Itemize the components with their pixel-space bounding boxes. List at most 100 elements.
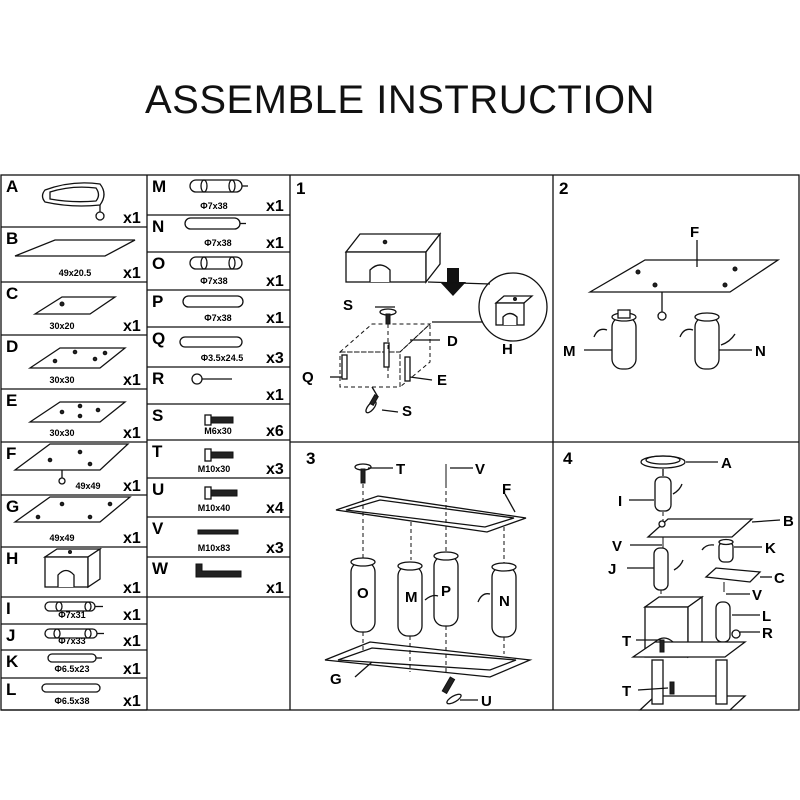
step-1-panel: 1 S D H	[296, 179, 548, 420]
page-title: ASSEMBLE INSTRUCTION	[144, 78, 656, 122]
part-4-quantity: x1	[123, 425, 141, 442]
part-11-letter: L	[6, 680, 16, 699]
part-9-letter: V	[152, 519, 164, 538]
step-2-label-M: M	[563, 343, 576, 360]
col2-separators	[147, 214, 290, 598]
part-O-drawing	[189, 256, 243, 270]
step-3-number: 3	[306, 449, 315, 468]
part-10-dimension: Φ6.5x23	[55, 664, 90, 674]
part-6-dimension: M6x30	[204, 426, 232, 436]
part-A-drawing	[41, 182, 105, 221]
part-1-dimension: 49x20.5	[59, 268, 92, 278]
part-3-dimension: Φ7x38	[204, 313, 231, 323]
step-3-label-M: M	[405, 589, 418, 606]
part-4-letter: E	[6, 391, 17, 410]
part-10-letter: W	[152, 559, 169, 578]
part-8-quantity: x1	[123, 607, 141, 624]
part-J-drawing	[44, 628, 104, 639]
part-8-dimension: Φ7x31	[58, 610, 85, 620]
part-0-quantity: x1	[123, 210, 141, 227]
part-8-letter: U	[152, 480, 164, 499]
step-4-number: 4	[563, 449, 573, 468]
part-6-quantity: x1	[123, 530, 141, 547]
parts-column-left: Ax1Bx149x20.5Cx130x20Dx130x30Ex130x30Fx1…	[6, 177, 141, 710]
part-C-drawing	[32, 296, 118, 315]
step-2-panel: 2 F M N	[559, 179, 781, 370]
step-4-label-V-top: V	[612, 538, 622, 555]
part-1-quantity: x1	[123, 265, 141, 282]
part-B-drawing	[14, 239, 136, 257]
step-4-label-A: A	[721, 455, 732, 472]
part-7-dimension: M10x30	[198, 464, 231, 474]
step-1-label-S-top: S	[343, 297, 353, 314]
step-2-number: 2	[559, 179, 568, 198]
part-8-letter: I	[6, 599, 11, 618]
instruction-sheet: Ax1Bx149x20.5Cx130x20Dx130x30Ex130x30Fx1…	[0, 174, 800, 711]
part-2-letter: O	[152, 254, 165, 273]
step-2-label-F: F	[690, 224, 699, 241]
part-7-letter: T	[152, 442, 163, 461]
step-4-label-J: J	[608, 561, 616, 578]
part-F-drawing	[13, 443, 130, 485]
step-3-label-U: U	[481, 693, 492, 710]
col1-separators	[1, 226, 147, 711]
part-11-dimension: Φ6.5x38	[55, 696, 90, 706]
part-10-quantity: x1	[123, 661, 141, 678]
part-4-quantity: x3	[266, 350, 284, 367]
step-4-label-T-bottom: T	[622, 683, 631, 700]
part-1-quantity: x1	[266, 235, 284, 252]
step-1-label-S-bottom: S	[402, 403, 412, 420]
part-N-drawing	[184, 217, 246, 230]
part-10-letter: K	[6, 652, 19, 671]
part-7-quantity: x3	[266, 461, 284, 478]
part-E-drawing	[27, 401, 127, 423]
part-8-quantity: x4	[266, 500, 284, 517]
step-1-label-Q: Q	[302, 369, 314, 386]
part-G-drawing	[12, 496, 132, 523]
part-0-letter: M	[152, 177, 166, 196]
part-1-dimension: Φ7x38	[204, 238, 231, 248]
part-7-quantity: x1	[123, 580, 141, 597]
part-3-letter: D	[6, 337, 18, 356]
part-8-dimension: M10x40	[198, 503, 231, 513]
part-2-letter: C	[6, 284, 18, 303]
part-7-letter: H	[6, 549, 18, 568]
part-R-drawing	[191, 373, 232, 385]
part-T-drawing	[204, 448, 234, 462]
part-K-drawing	[47, 653, 102, 663]
step-4-label-V-mid: V	[752, 587, 762, 604]
part-9-dimension: Φ7x33	[58, 636, 85, 646]
part-2-quantity: x1	[123, 318, 141, 335]
part-5-quantity: x1	[266, 387, 284, 404]
part-5-dimension: 49x49	[75, 481, 100, 491]
part-M-drawing	[189, 179, 248, 193]
part-0-dimension: Φ7x38	[200, 201, 227, 211]
part-S-drawing	[204, 414, 234, 426]
part-3-letter: P	[152, 292, 163, 311]
step-3-label-T: T	[396, 461, 405, 478]
step-3-label-P: P	[441, 583, 451, 600]
step-1-label-E: E	[437, 372, 447, 389]
part-Q-drawing	[179, 336, 243, 348]
part-W-drawing	[195, 563, 242, 578]
part-10-quantity: x1	[266, 580, 284, 597]
part-L-drawing	[41, 683, 101, 693]
part-9-letter: J	[6, 626, 15, 645]
part-3-quantity: x1	[123, 372, 141, 389]
part-9-quantity: x3	[266, 540, 284, 557]
part-9-dimension: M10x83	[198, 543, 231, 553]
part-5-letter: R	[152, 369, 164, 388]
part-2-dimension: 30x20	[49, 321, 74, 331]
part-4-letter: Q	[152, 329, 165, 348]
step-4-label-C: C	[774, 570, 785, 587]
part-6-letter: S	[152, 406, 163, 425]
part-11-quantity: x1	[123, 693, 141, 710]
part-D-drawing	[27, 347, 127, 369]
part-2-dimension: Φ7x38	[200, 276, 227, 286]
part-H-drawing	[42, 547, 103, 589]
part-4-dimension: Φ3.5x24.5	[201, 353, 243, 363]
part-I-drawing	[44, 601, 103, 612]
part-6-dimension: 49x49	[49, 533, 74, 543]
parts-column-middle: Mx1Φ7x38Nx1Φ7x38Ox1Φ7x38Px1Φ7x38Qx3Φ3.5x…	[152, 177, 284, 597]
part-U-drawing	[204, 486, 238, 500]
